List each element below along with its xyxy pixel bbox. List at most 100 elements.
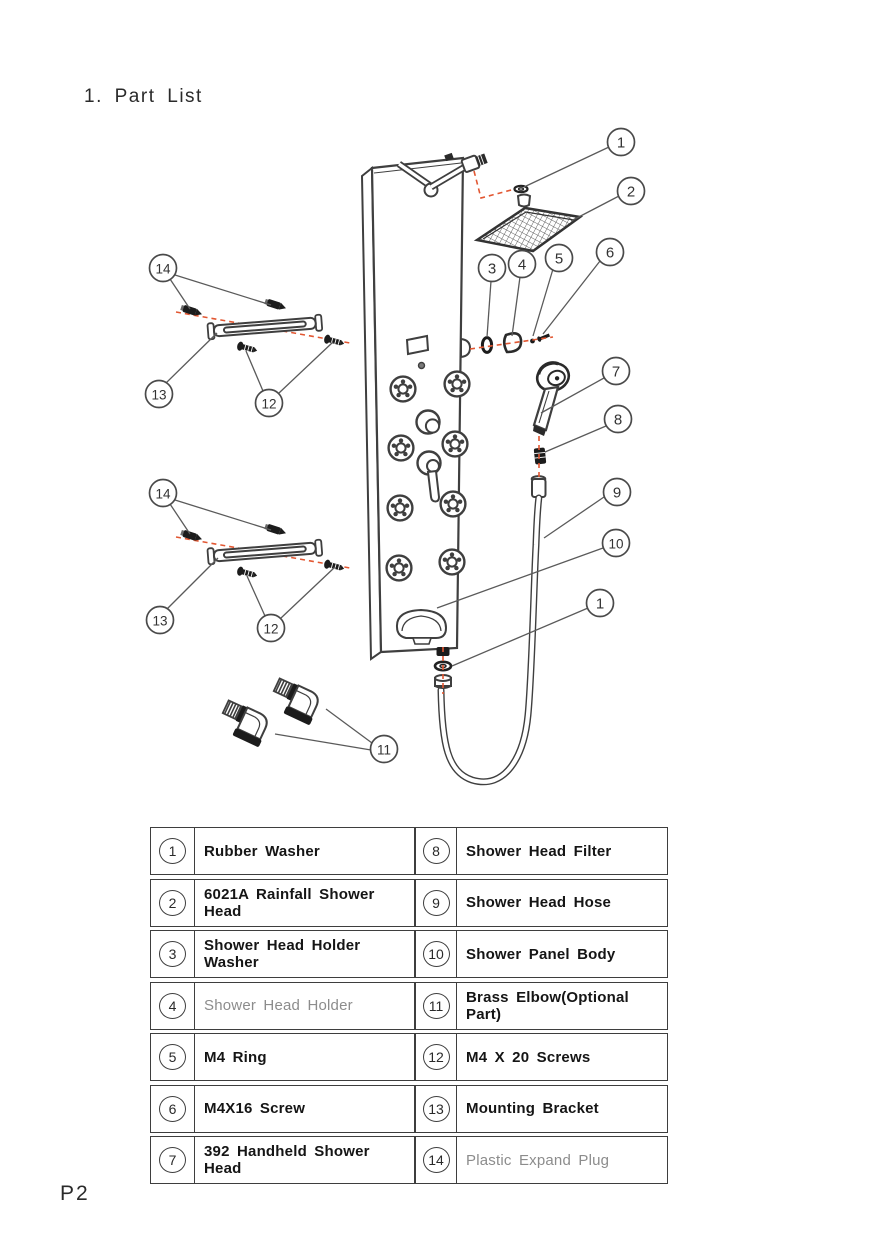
callout-leader-line	[169, 503, 191, 535]
shower-head-filter-art	[533, 447, 547, 465]
part-name: Shower Head Hose	[466, 894, 612, 911]
part-number-badge: 9	[422, 889, 450, 916]
brass-elbows-art	[214, 676, 324, 749]
callout-number: 9	[613, 485, 621, 502]
callout-leader-line	[166, 557, 219, 610]
part-number-cell: 11	[416, 982, 457, 1029]
callout-leader-line	[325, 708, 373, 744]
part-number-cell: 4	[151, 982, 195, 1029]
part-number-cell: 5	[151, 1034, 195, 1080]
callout-leader-line	[169, 278, 191, 310]
callout-circle-9	[602, 477, 632, 507]
callout-leader-line	[523, 146, 610, 188]
callout-leader-line	[511, 276, 521, 337]
part-number-cell: 10	[416, 931, 457, 977]
callout-leader-line	[486, 280, 492, 338]
part-name: Shower Head Filter	[466, 842, 612, 860]
part-number-badge: 14	[422, 1147, 450, 1173]
shower-hose-art	[437, 494, 543, 786]
part-number-cell: 14	[416, 1137, 457, 1183]
callout-number: 14	[155, 262, 171, 277]
callout-circle-12	[254, 388, 284, 418]
callout-number: 3	[488, 261, 496, 278]
part-number-cell: 13	[416, 1085, 457, 1132]
part-number-cell: 3	[151, 931, 195, 977]
callout-circle-2	[616, 176, 646, 206]
callout-number: 11	[377, 743, 391, 758]
callout-leader-line	[274, 733, 372, 751]
part-number-badge: 3	[159, 941, 186, 967]
part-number-badge: 5	[159, 1044, 186, 1070]
callout-circle-12	[256, 613, 286, 643]
shower-panel-body-art	[360, 156, 472, 661]
callout-circle-13	[144, 379, 174, 409]
parts-table: 1 Rubber Washer 2 6021A Rainfall Shower Hea…	[150, 827, 670, 1188]
part-name: Shower Head Holder Washer	[204, 937, 361, 971]
part-number-badge: 13	[422, 1095, 450, 1122]
callout-leader-line	[436, 547, 604, 609]
part-number-cell: 7	[151, 1137, 195, 1183]
callout-number: 10	[608, 537, 623, 552]
callout-number: 7	[612, 364, 620, 381]
callout-number: 1	[596, 596, 604, 613]
callout-leader-line	[280, 566, 336, 619]
shower-arm-art	[396, 152, 488, 198]
part-number-cell: 6	[151, 1085, 195, 1132]
part-name: Shower Panel Body	[466, 945, 616, 963]
part-number-cell: 8	[416, 828, 457, 874]
part-number-cell: 2	[151, 879, 195, 926]
holder-parts-art	[480, 332, 551, 354]
part-number-cell: 9	[416, 879, 457, 926]
parts-table-right-column: 8 Shower Head Filter 9 Shower Head Hose 10 Sh…	[415, 827, 668, 1188]
callout-leader-line	[542, 260, 601, 335]
part-number-cell: 12	[416, 1034, 457, 1080]
part-row: 3 Shower Head Holder Washer	[150, 930, 415, 978]
callout-number: 1	[617, 135, 625, 152]
part-name: M4 X 20 Screws	[466, 1048, 591, 1066]
part-number-badge: 11	[422, 992, 450, 1019]
part-row: 12 M4 X 20 Screws	[415, 1033, 668, 1081]
callout-leader-line	[532, 268, 554, 337]
callout-circle-14	[148, 478, 178, 508]
callout-number: 12	[261, 397, 276, 412]
callout-number: 5	[555, 251, 563, 268]
callout-leader-line	[174, 274, 272, 306]
callout-number: 12	[263, 622, 278, 637]
callout-circle-13	[145, 605, 175, 635]
part-row: 1 Rubber Washer	[150, 827, 415, 875]
callout-leader-line	[543, 496, 605, 539]
callout-number: 2	[627, 184, 635, 201]
callout-circle-4	[507, 249, 537, 279]
callout-circle-11	[369, 734, 399, 764]
part-row: 4 Shower Head Holder	[150, 981, 415, 1030]
callout-leader-line	[174, 499, 272, 531]
part-name: Brass Elbow(Optional Part)	[466, 988, 629, 1023]
part-number-cell: 1	[151, 828, 195, 874]
part-row: 10 Shower Panel Body	[415, 930, 668, 978]
rainfall-head-art	[473, 184, 584, 253]
callout-leader-line	[246, 575, 266, 617]
callout-circle-5	[544, 243, 574, 273]
part-name: Rubber Washer	[204, 842, 320, 860]
callout-circle-8	[603, 404, 633, 434]
part-number-badge: 12	[422, 1044, 450, 1070]
callout-circle-1	[606, 127, 636, 157]
part-name: 6021A Rainfall Shower Head	[204, 885, 375, 920]
callout-circle-14	[148, 253, 178, 283]
assembly-dashed-lines	[442, 170, 554, 694]
part-number-badge: 7	[159, 1147, 186, 1173]
callout-leader-line	[165, 332, 218, 384]
part-name: Shower Head Holder	[204, 997, 353, 1014]
callout-number: 4	[518, 257, 526, 274]
callout-leader-line	[570, 195, 620, 222]
callout-leader-line	[540, 377, 605, 414]
callout-circle-6	[595, 237, 625, 267]
part-number-badge: 4	[159, 992, 186, 1019]
part-number-badge: 1	[159, 838, 186, 864]
